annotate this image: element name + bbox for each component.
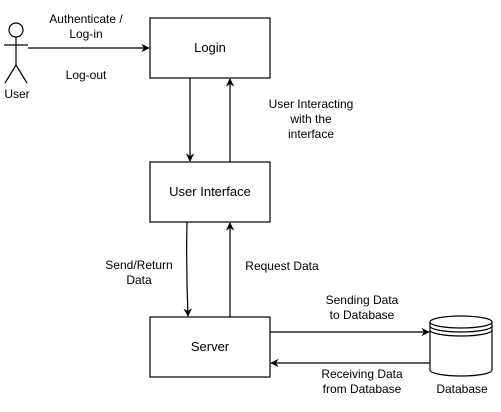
- request-data-label: Request Data: [245, 259, 319, 273]
- user-interface-box: [149, 161, 271, 223]
- logout-label: Log-out: [65, 68, 107, 82]
- send-return-label: Send/Return Data: [105, 258, 173, 287]
- user-actor-icon: [4, 22, 28, 84]
- login-label: Login: [194, 40, 226, 55]
- database-label: Database: [436, 382, 488, 396]
- login-box: [149, 17, 271, 79]
- user-interface-label: User Interface: [169, 184, 251, 199]
- user-label: User: [4, 87, 30, 101]
- ui-to-server-arrow: [183, 221, 192, 317]
- database-icon: [429, 315, 493, 377]
- server-box: [149, 316, 271, 378]
- sending-data-label: Sending Data to Database: [325, 293, 399, 322]
- receiving-data-label: Receiving Data from Database: [321, 367, 403, 396]
- authenticate-label: Authenticate / Log-in: [49, 12, 123, 41]
- server-label: Server: [190, 339, 230, 354]
- user-interacting-label: User Interacting with the interface: [268, 97, 354, 141]
